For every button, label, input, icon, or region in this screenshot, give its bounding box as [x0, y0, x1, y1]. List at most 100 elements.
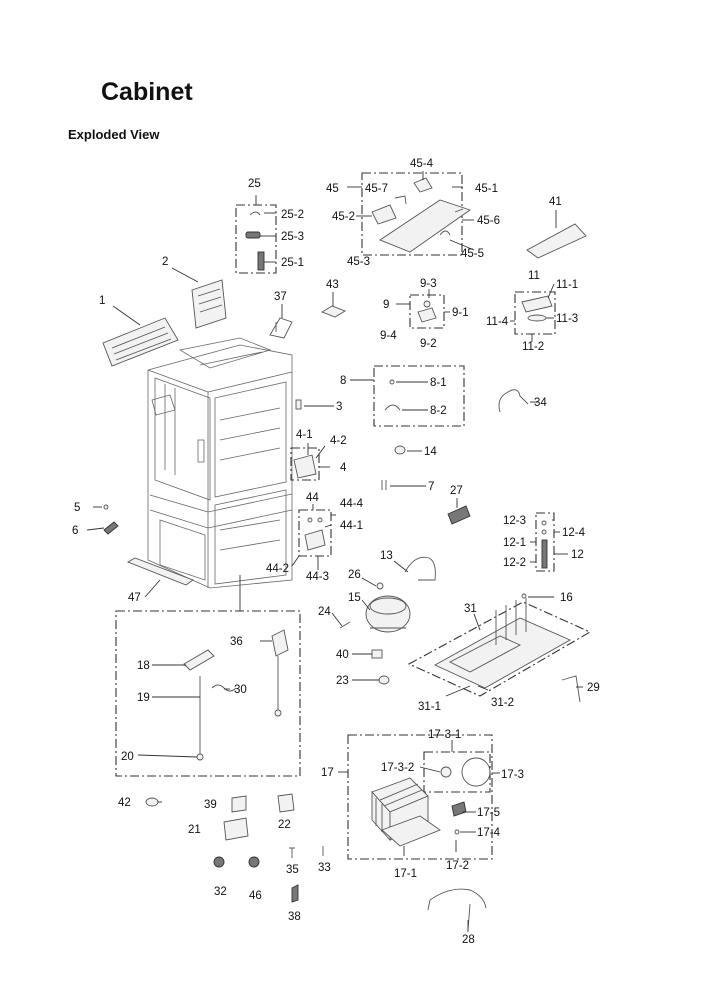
- callout: 44-2: [266, 563, 289, 575]
- callout: 23: [336, 675, 349, 687]
- callout: 22: [278, 819, 291, 831]
- part-13-tube: [404, 556, 436, 581]
- callout: 45-3: [347, 256, 370, 268]
- part-3-clip: [295, 399, 302, 410]
- callout: 31: [464, 603, 477, 615]
- callout: 12-3: [503, 515, 526, 527]
- callout: 9-2: [420, 338, 437, 350]
- callout: 40: [336, 649, 349, 661]
- part-1-panel: [102, 317, 179, 367]
- part-16-screw: [521, 593, 527, 599]
- callout: 12: [571, 549, 584, 561]
- callout: 44-4: [340, 498, 364, 510]
- callout: 28: [462, 934, 475, 946]
- callout: 18: [137, 660, 150, 672]
- callout: 11-2: [522, 341, 544, 353]
- callout: 21: [188, 824, 201, 836]
- callout: 25-1: [281, 257, 304, 269]
- part-5-screw: [103, 504, 109, 510]
- part-17-5-clip: [451, 801, 467, 817]
- callout: 31-1: [418, 701, 441, 713]
- part-36-hinge: [271, 629, 289, 657]
- callout: 33: [318, 862, 331, 874]
- callout: 44-3: [306, 571, 329, 583]
- callout: 41: [549, 196, 562, 208]
- part-29-bracket: [561, 675, 581, 703]
- part-17-4-screw: [454, 829, 460, 835]
- part-17-1-bracket: [381, 815, 441, 847]
- callout: 9: [383, 299, 389, 311]
- callout: 17-1: [394, 868, 417, 880]
- callout: 17: [321, 767, 334, 779]
- part-47-strip: [126, 557, 194, 586]
- leader-lines: [86, 171, 583, 932]
- callout: 19: [137, 692, 150, 704]
- callout: 44: [306, 492, 319, 504]
- group-4-box: [290, 447, 320, 481]
- callout: 17-3: [501, 769, 524, 781]
- part-43-clip: [320, 305, 347, 318]
- part-21-board: [223, 817, 249, 841]
- callout: 7: [428, 481, 434, 493]
- callout: 42: [118, 797, 131, 809]
- callout: 46: [249, 890, 262, 902]
- page-subtitle: Exploded View: [68, 127, 160, 142]
- callout: 45-4: [410, 158, 434, 170]
- part-32-nut: [213, 856, 225, 868]
- callout: 8-1: [430, 377, 447, 389]
- callout: 45: [326, 183, 339, 195]
- group-25-box: [235, 204, 277, 274]
- group-31-base: [407, 598, 592, 697]
- callout: 47: [128, 592, 141, 604]
- callout: 8: [340, 375, 346, 387]
- group-8-box: [373, 365, 465, 427]
- callout: 44-1: [340, 520, 363, 532]
- page-title: Cabinet: [101, 78, 193, 106]
- part-37-bracket: [269, 317, 293, 339]
- callout: 17-3-1: [428, 729, 461, 741]
- part-20-end: [196, 753, 204, 761]
- callout: 4-2: [330, 435, 347, 447]
- callout: 30: [234, 684, 247, 696]
- cabinet-body: [147, 337, 293, 589]
- callout: 31-2: [491, 697, 514, 709]
- callout: 5: [74, 502, 80, 514]
- callout: 43: [326, 279, 339, 291]
- part-6-holder: [103, 521, 119, 535]
- callout: 12-4: [562, 527, 586, 539]
- callout: 11-1: [556, 279, 578, 291]
- part-34-harness: [498, 389, 529, 413]
- part-23-cap: [378, 675, 390, 685]
- group-17-3-box: [423, 751, 491, 793]
- callout: 20: [121, 751, 134, 763]
- callout: 9-1: [452, 307, 469, 319]
- callout: 17-3-2: [381, 762, 414, 774]
- callout: 26: [348, 569, 361, 581]
- part-35-screw: [289, 847, 295, 858]
- callout: 9-4: [380, 330, 397, 342]
- callout: 17-5: [477, 807, 500, 819]
- callout: 27: [450, 485, 463, 497]
- part-28-wire: [427, 888, 487, 931]
- part-14-cap: [394, 445, 406, 455]
- part-40-plug: [371, 649, 383, 659]
- part-24-pin: [339, 621, 351, 629]
- group-17-box: [347, 734, 493, 860]
- group-9-box: [409, 294, 445, 329]
- callout: 45-6: [477, 215, 500, 227]
- part-42-cap: [145, 797, 159, 807]
- callout: 29: [587, 682, 600, 694]
- callout: 11-4: [486, 316, 509, 328]
- callout: 25: [248, 178, 261, 190]
- callout-labels: 1 2 3 4 4-1 4-2 5 6 7 8 8-1 8-2 9 9-1 9-…: [72, 158, 600, 946]
- callout: 3: [336, 401, 342, 413]
- callout: 17-4: [477, 827, 501, 839]
- callout: 32: [214, 886, 227, 898]
- callout: 6: [72, 525, 78, 537]
- callout: 1: [99, 295, 105, 307]
- callout: 34: [534, 397, 547, 409]
- callout: 39: [204, 799, 217, 811]
- callout: 45-1: [475, 183, 498, 195]
- callout: 11-3: [556, 313, 578, 325]
- part-38-pin: [291, 884, 299, 903]
